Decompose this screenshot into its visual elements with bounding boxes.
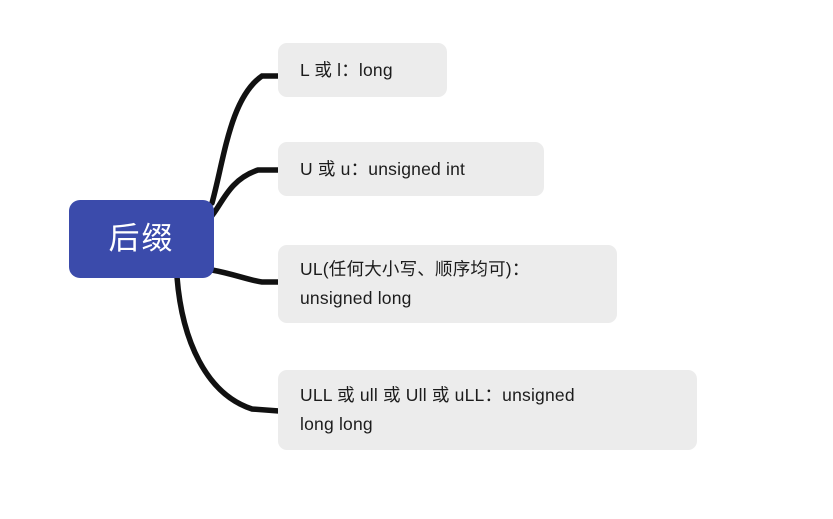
branch-node-4[interactable]: ULL 或 ull 或 Ull 或 uLL：unsigned long long (278, 370, 697, 450)
branch-node-3-label: UL(任何大小写、顺序均可)： unsigned long (300, 259, 530, 308)
connector-to-branch-1 (209, 73, 282, 206)
branch-node-3[interactable]: UL(任何大小写、顺序均可)： unsigned long (278, 245, 617, 323)
branch-node-2[interactable]: U 或 u：unsigned int (278, 142, 544, 196)
root-node-label: 后缀 (108, 221, 175, 257)
connector-to-branch-4 (174, 274, 282, 414)
connector-to-branch-3 (209, 267, 282, 285)
branch-node-1-label: L 或 l：long (300, 59, 393, 80)
branch-node-2-label: U 或 u：unsigned int (300, 158, 466, 179)
connector-to-branch-2 (207, 167, 282, 221)
root-node[interactable]: 后缀 (69, 200, 214, 278)
branch-node-1[interactable]: L 或 l：long (278, 43, 447, 97)
branch-node-4-label: ULL 或 ull 或 Ull 或 uLL：unsigned long long (300, 385, 575, 434)
